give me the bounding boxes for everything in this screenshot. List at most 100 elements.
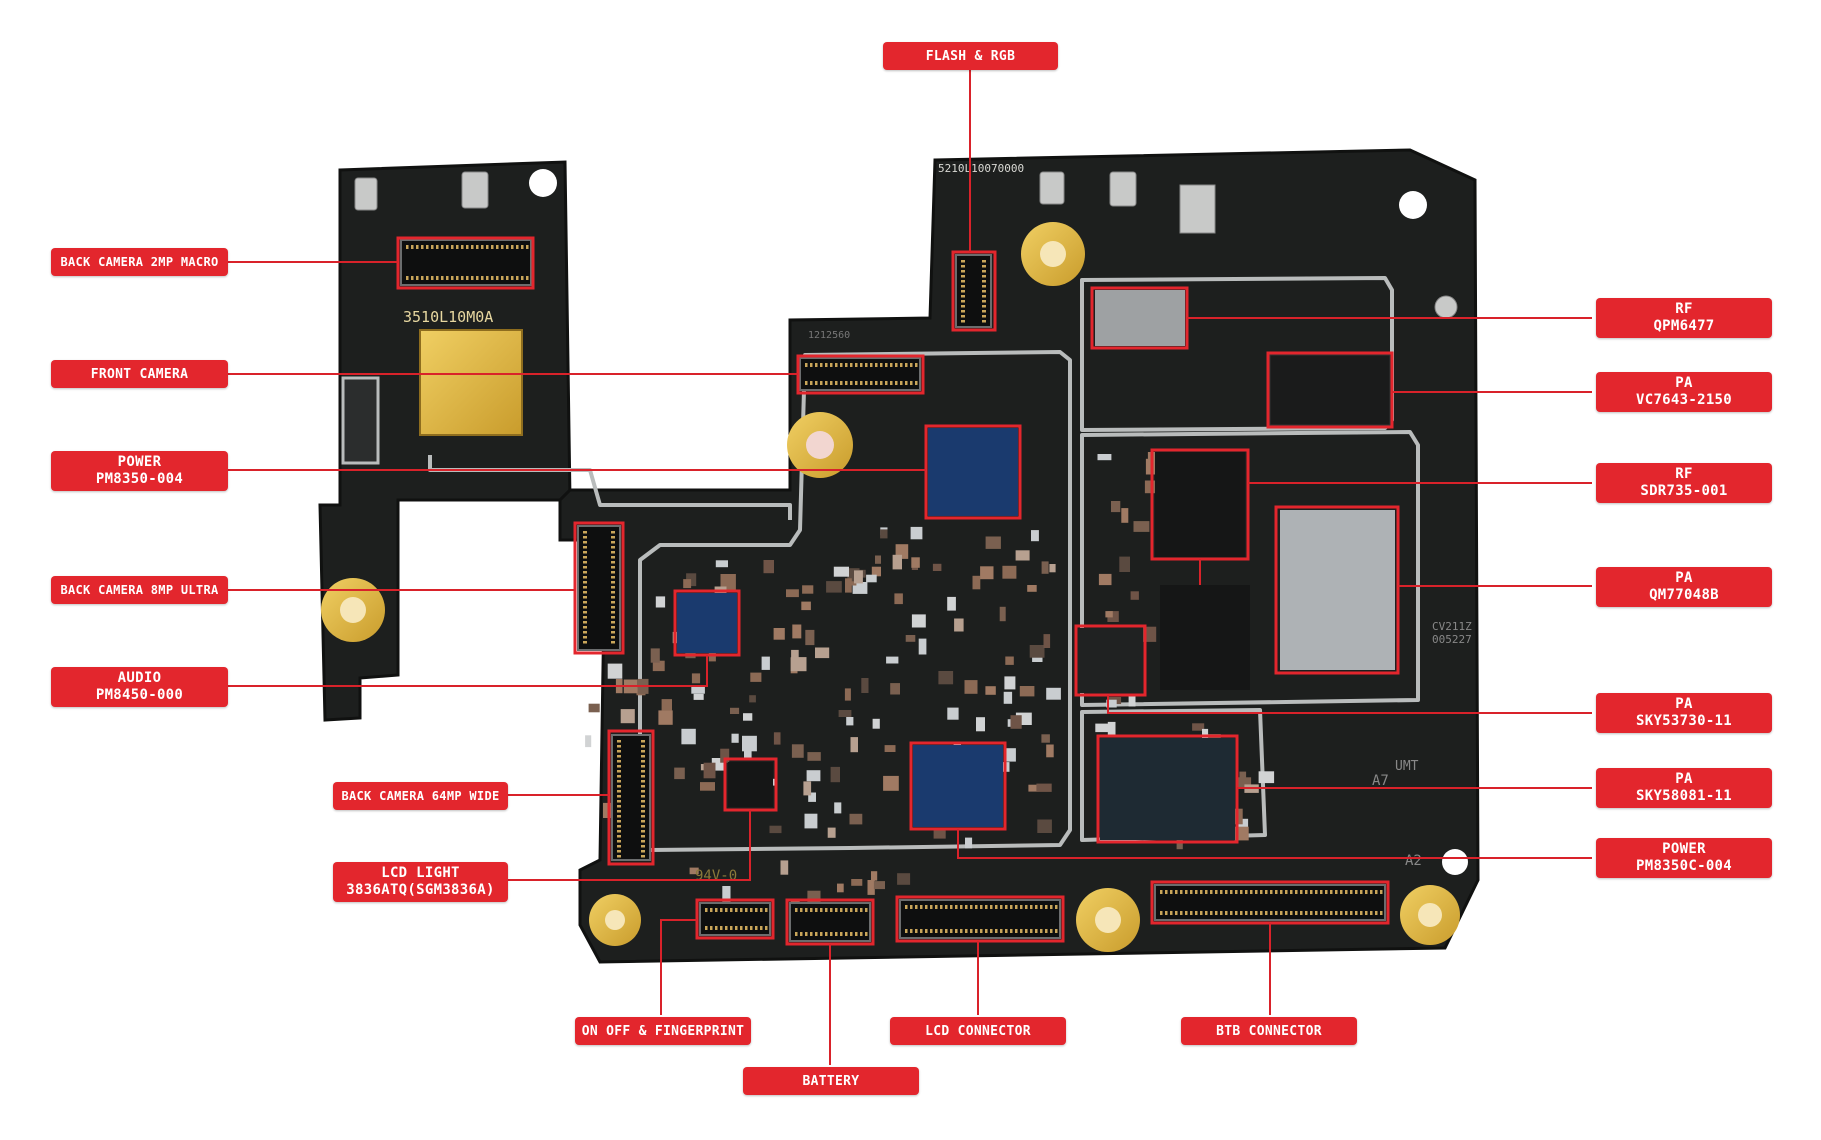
- ic-chip: [1155, 452, 1245, 557]
- connector-pin: [1160, 890, 1163, 894]
- connector-pin: [825, 908, 828, 912]
- connector-pin: [995, 929, 998, 933]
- connector-pin: [611, 571, 615, 574]
- connector-pin: [611, 566, 615, 569]
- highlight-pa-vc: [1266, 351, 1394, 429]
- mounting-hole: [605, 910, 625, 930]
- passive-component: [866, 574, 877, 583]
- label-flash-rgb: FLASH & RGB: [883, 42, 1058, 70]
- passive-component: [1239, 771, 1247, 779]
- connector-pin: [583, 556, 587, 559]
- board-markings: 3510L10M0A 5210L10070000 1212560 94V-0 C…: [403, 162, 1472, 884]
- connector-pin: [840, 381, 843, 385]
- connector-pin: [800, 932, 803, 936]
- connector-pin: [1370, 890, 1373, 894]
- connector-pins: [406, 245, 1383, 936]
- connector-pin: [611, 536, 615, 539]
- connector-pin: [436, 276, 439, 280]
- marking-sub-board: 3510L10M0A: [403, 308, 493, 326]
- connector-pin: [1295, 890, 1298, 894]
- connector-pin: [970, 905, 973, 909]
- connector-pin: [805, 381, 808, 385]
- connector-pin: [511, 276, 514, 280]
- connector-pin: [982, 260, 986, 263]
- label-battery: BATTERY: [743, 1067, 919, 1095]
- connector-pin: [481, 245, 484, 249]
- mounting-hole: [806, 431, 834, 459]
- highlight-pa-qm: [1274, 505, 1400, 675]
- connector-pin: [611, 556, 615, 559]
- passive-component: [1049, 564, 1056, 573]
- mounting-hole: [1442, 849, 1468, 875]
- connector-pin: [880, 363, 883, 367]
- label-line: BACK CAMERA 2MP MACRO: [60, 254, 219, 269]
- connector-pin: [1040, 929, 1043, 933]
- connector-pin: [870, 381, 873, 385]
- passive-component: [1106, 699, 1117, 708]
- label-line: PM8350C-004: [1635, 858, 1733, 874]
- connector-pin: [641, 770, 645, 773]
- label-line: PA: [1675, 375, 1693, 391]
- connector-pin: [805, 363, 808, 367]
- connector-pin: [583, 591, 587, 594]
- connector-pin: [431, 276, 434, 280]
- connector-pin: [583, 551, 587, 554]
- passive-component: [652, 660, 665, 672]
- passive-component: [1098, 573, 1112, 586]
- ic-chip: [341, 376, 380, 465]
- connector-pin: [466, 276, 469, 280]
- connector-pin: [1185, 911, 1188, 915]
- passive-component: [883, 775, 899, 791]
- connector-pin: [583, 621, 587, 624]
- passive-component: [845, 578, 852, 593]
- connector-pin: [1370, 911, 1373, 915]
- connector-pin: [641, 810, 645, 813]
- connector-pin: [795, 908, 798, 912]
- connector-pin: [815, 363, 818, 367]
- connector-pin: [740, 926, 743, 930]
- passive-component: [1028, 784, 1039, 792]
- antenna-contact: [1109, 171, 1137, 207]
- passive-component: [720, 748, 730, 763]
- connector-pin: [845, 381, 848, 385]
- ic-chip: [913, 745, 1003, 827]
- connector-pin: [835, 363, 838, 367]
- connector-pin: [521, 276, 524, 280]
- connector-pin: [641, 765, 645, 768]
- connector-pin: [915, 905, 918, 909]
- connector-pin: [990, 905, 993, 909]
- connector-pin: [1035, 929, 1038, 933]
- connector-pin: [961, 315, 965, 318]
- connector-pin: [705, 926, 708, 930]
- connector-pin: [1045, 905, 1048, 909]
- sub-board: [318, 160, 572, 722]
- ic-chip: [1078, 628, 1143, 693]
- connector-pin: [815, 932, 818, 936]
- highlight-back-cam-wide: [607, 729, 655, 866]
- connector-pin: [1030, 905, 1033, 909]
- connector-pin: [915, 381, 918, 385]
- passive-component: [1046, 744, 1054, 758]
- connector-pin: [1205, 890, 1208, 894]
- label-line: PA: [1675, 570, 1693, 586]
- connector-pin: [1025, 905, 1028, 909]
- passive-component: [918, 638, 927, 655]
- connector-pin: [1000, 929, 1003, 933]
- passive-component: [749, 695, 756, 703]
- passive-component: [947, 707, 959, 720]
- passive-component: [674, 767, 685, 780]
- connector-pin: [990, 929, 993, 933]
- connector-pin: [975, 905, 978, 909]
- label-line: LCD CONNECTOR: [925, 1023, 1031, 1039]
- connector-pin: [820, 363, 823, 367]
- connector-pin: [617, 815, 621, 818]
- passive-component: [1105, 611, 1113, 618]
- label-line: SKY53730-11: [1635, 713, 1733, 729]
- connector-pin: [1330, 890, 1333, 894]
- connector-pin: [970, 929, 973, 933]
- connector-pin: [885, 363, 888, 367]
- passive-component: [849, 813, 863, 825]
- connector-pin: [835, 381, 838, 385]
- mounting-hole: [1418, 903, 1442, 927]
